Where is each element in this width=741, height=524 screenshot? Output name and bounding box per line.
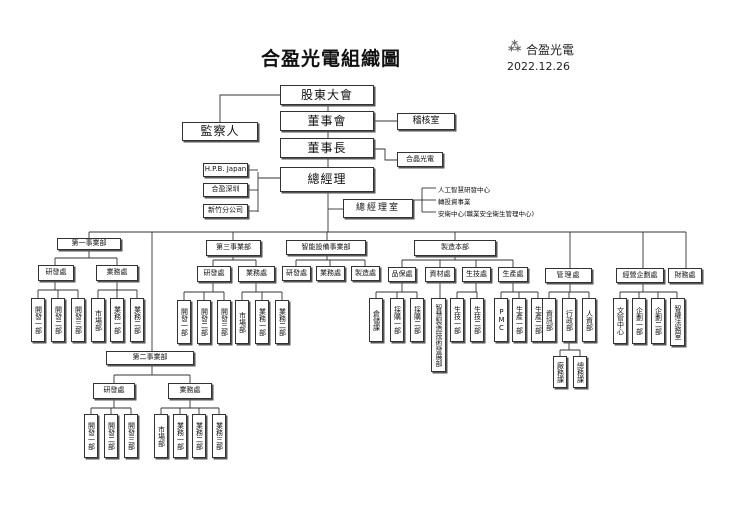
bu1-rd-unit: 開發三部 <box>71 298 85 342</box>
smart-unit: 業務處 <box>316 266 345 281</box>
board-box: 董事會 <box>280 111 374 131</box>
bu3-sales-box: 業務處 <box>238 266 275 282</box>
admin-unit: 人資部 <box>582 298 596 342</box>
planning-unit: 企劃二部 <box>651 298 665 344</box>
mfg-qa-unit: 採購二部 <box>410 298 424 342</box>
bu3-sales-unit: 業務一部 <box>255 300 269 344</box>
mfg-tech-unit: 生技一部 <box>450 298 464 342</box>
mfg-qa-unit: 採購一部 <box>390 298 404 342</box>
bu1-sales-unit: 市場部 <box>91 298 105 342</box>
bu2-sales-unit: 業務二部 <box>192 414 206 458</box>
bu2-rd-unit: 開發二部 <box>104 414 118 458</box>
supervisor-box: 監察人 <box>182 122 258 141</box>
admin-sub-unit: 總務課 <box>573 356 587 388</box>
bu3-rd-unit: 開發一部 <box>177 300 191 344</box>
chart-date: 2022.12.26 <box>507 60 570 73</box>
bu2-box: 第二事業部 <box>106 351 194 365</box>
planning-unit: 文管中心 <box>613 298 627 344</box>
bu2-sales-box: 業務處 <box>168 383 212 399</box>
planning-unit: 企劃一部 <box>632 298 646 344</box>
bu3-sales-unit: 市場部 <box>235 300 249 344</box>
mfg-tech-unit: 生技二部 <box>470 298 484 342</box>
bu1-sales-box: 業務處 <box>96 265 138 281</box>
gm-note-ai-center: 人工智慧研發中心 <box>438 186 490 194</box>
mfg-pmc-unit: PMC <box>494 298 508 342</box>
hpb-japan-box: H.P.B. Japan <box>203 163 248 177</box>
bu3-sales-unit: 業務二部 <box>275 300 289 344</box>
mfg-material-box: 資材處 <box>425 267 455 282</box>
company-logo: ⁂ 合盈光電 <box>506 40 596 57</box>
chairman-box: 董事長 <box>280 138 374 158</box>
smart-unit: 製造處 <box>351 266 380 281</box>
audit-office-box: 稽核室 <box>397 113 455 130</box>
bu2-rd-box: 研發處 <box>93 383 135 399</box>
logo-text: 合盈光電 <box>526 43 575 57</box>
admin-office-box: 管理處 <box>545 268 592 283</box>
shenzhen-box: 合盈深圳 <box>203 183 248 197</box>
mfg-qa-unit: 倉儲課 <box>369 298 383 342</box>
smart-unit: 研發處 <box>282 266 311 281</box>
smart-manufacturing-dept: 智慧製造技術發展部 <box>431 298 446 372</box>
bu2-sales-unit: 市場部 <box>154 414 168 458</box>
mfg-production-box: 生產處 <box>498 267 528 282</box>
bu1-box: 第一事業部 <box>57 238 121 250</box>
admin-unit: 行政部 <box>562 298 576 342</box>
smart-equipment-bu-box: 智能設備事業部 <box>286 240 366 255</box>
planning-office-box: 經營企劃處 <box>616 268 664 283</box>
bu1-rd-unit: 開發二部 <box>51 298 65 342</box>
gm-note-safety-center: 安衛中心(職業安全衛生管理中心) <box>438 210 535 218</box>
planning-unit: 智權法務室 <box>670 298 685 346</box>
mfg-qa-box: 品保處 <box>388 267 416 282</box>
bu2-sales-unit: 業務三部 <box>212 414 226 458</box>
mfg-production-unit: 生產一部 <box>512 298 526 342</box>
admin-unit: 資訊部 <box>542 298 556 342</box>
general-manager-box: 總經理 <box>280 167 374 192</box>
bu3-rd-unit: 開發三部 <box>217 300 231 344</box>
bu2-rd-unit: 開發三部 <box>124 414 138 458</box>
shareholders-meeting-box: 股東大會 <box>280 85 374 105</box>
bu1-rd-box: 研發處 <box>38 265 74 281</box>
bu3-rd-unit: 開發二部 <box>197 300 211 344</box>
gm-note-investment: 轉投資事業 <box>438 198 471 206</box>
gm-office-box: 總經理室 <box>343 199 413 218</box>
bu2-rd-unit: 開發一部 <box>84 414 98 458</box>
bu1-rd-unit: 開發一部 <box>31 298 45 342</box>
bu2-sales-unit: 業務一部 <box>173 414 187 458</box>
admin-sub-unit: 廠務課 <box>553 356 567 388</box>
bu3-rd-box: 研發處 <box>197 266 231 282</box>
hsinchu-branch-box: 新竹分公司 <box>203 204 248 218</box>
chart-title: 合盈光電組織圖 <box>260 48 401 70</box>
bu3-box: 第三事業部 <box>206 240 261 256</box>
bu1-sales-unit: 業務二部 <box>130 298 144 342</box>
bu1-sales-unit: 業務一部 <box>110 298 124 342</box>
manufacturing-hq-box: 製造本部 <box>414 240 496 256</box>
hesheng-box: 合晶光電 <box>397 152 443 167</box>
mfg-tech-box: 生技處 <box>462 267 491 282</box>
finance-office-box: 財務處 <box>668 268 702 283</box>
logo-mark-icon: ⁂ <box>508 40 522 55</box>
